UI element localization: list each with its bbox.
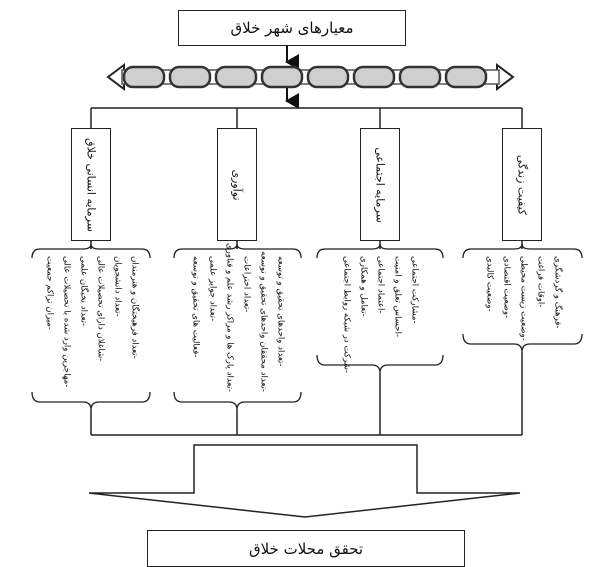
category-box-social-capital: سرمایه اجتماعی — [360, 128, 400, 241]
list-item: -وضعیت کالبدی — [484, 256, 494, 312]
list-item: -تعداد دانشجویان — [112, 256, 122, 317]
list-item: -فرهنگ و گردشگری — [552, 256, 562, 329]
list-item: -فعالیت های تحقیق و توسعه — [190, 256, 201, 358]
top-title: معیارهای شهر خلاق — [230, 19, 354, 37]
top-braces — [31, 243, 583, 259]
list-item: -وضعیت زیست محیطی — [518, 256, 528, 341]
tree-connectors — [90, 107, 523, 249]
items-quality-of-life: -فرهنگ و گردشگری -اوقات فراغت -وضعیت زیس… — [463, 256, 582, 392]
chain-icon — [106, 63, 515, 91]
items-creative-human-capital: -تعداد فرهیختگان و هنرمندان -تعداد دانشج… — [32, 256, 150, 392]
list-item: -شرکت در شبکه روابط اجتماعی — [341, 256, 352, 374]
category-label: سرمایه انسانی خلاق — [84, 137, 98, 232]
category-box-creative-human-capital: سرمایه انسانی خلاق — [71, 128, 111, 241]
top-title-box: معیارهای شهر خلاق — [178, 10, 406, 46]
block-arrow — [88, 444, 521, 518]
list-item: -تعداد نخبگان علمی — [78, 256, 88, 327]
category-box-quality-of-life: کیفیت زندگی — [502, 128, 542, 241]
items-innovation: -تعداد واحدهای تحقیق و توسعه -تعداد محقق… — [174, 243, 301, 392]
list-item: -تعداد اختراعات — [241, 256, 252, 313]
list-item: -احساس تعلق و امنیت — [392, 256, 403, 338]
list-item: -میزان تراکم جمعیت — [44, 256, 54, 330]
list-item: -تعداد واحدهای تحقیق و توسعه — [275, 256, 286, 367]
bottom-title-box: تحقق محلات خلاق — [147, 530, 465, 567]
list-item: -تعداد محققان واحدهای تحقیق و توسعه — [258, 250, 269, 392]
category-box-innovation: نوآوری — [217, 128, 257, 241]
list-item: -مشارکت اجتماعی — [409, 256, 420, 324]
category-label: نوآوری — [230, 168, 244, 201]
bottom-title: تحقق محلات خلاق — [248, 539, 364, 558]
list-item: -تعداد پارک ها و مراکز رشد علم و فناوری — [224, 243, 235, 392]
list-item: -وضعیت اقتصادی — [501, 256, 511, 319]
list-item: -تعداد جوایز علمی — [207, 256, 218, 322]
list-item: -تعامل و همکاری — [358, 256, 369, 317]
list-item: -اعتماد اجتماعی — [375, 256, 386, 314]
list-item: -مهاجرین وارد شده با تحصیلات عالی — [61, 256, 71, 388]
category-label: کیفیت زندگی — [515, 154, 529, 215]
list-item: -اوقات فراغت — [535, 256, 545, 308]
items-social-capital: -مشارکت اجتماعی -احساس تعلق و امنیت -اعت… — [317, 256, 443, 392]
list-item: -تعداد فرهیختگان و هنرمندان — [129, 256, 139, 359]
list-item: -شاغلان دارای تحصیلات عالی — [95, 256, 105, 362]
category-label: سرمایه اجتماعی — [373, 146, 387, 223]
bottom-connectors — [90, 352, 523, 436]
